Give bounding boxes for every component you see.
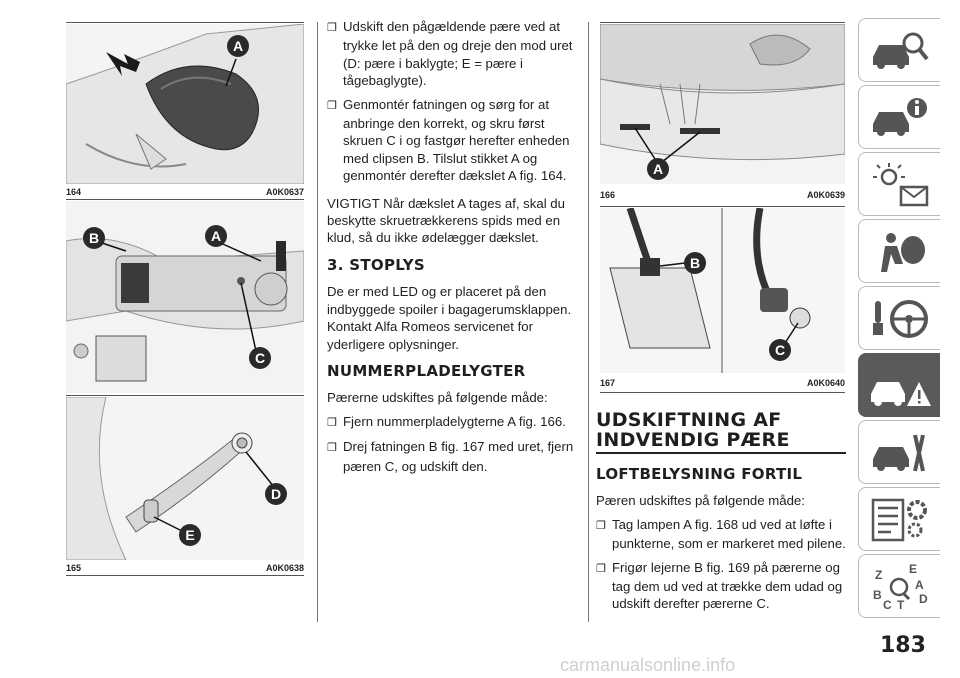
bullet-item: ❐Tag lampen A fig. 168 ud ved at løfte i… [596, 516, 846, 552]
index-letter: Z [875, 568, 882, 582]
figure-code: A0K0638 [265, 563, 304, 573]
figure-code: A0K0640 [806, 378, 845, 388]
checkbox-bullet-icon: ❐ [327, 22, 337, 34]
figure-167-image: B C [600, 208, 845, 373]
rule [600, 392, 845, 393]
technical-data-icon [871, 498, 927, 542]
rule [66, 395, 304, 396]
page-number: 183 [880, 633, 926, 658]
figure-166-caption: 166 A0K0639 [600, 190, 845, 200]
figure-165-label-b: B [89, 230, 99, 246]
index-letter: A [915, 578, 924, 592]
figure-165-caption: 165 A0K0638 [66, 563, 304, 573]
car-service-icon [873, 434, 925, 472]
watermark: carmanualsonline.info [560, 655, 736, 675]
lamp-assembly-illustration: B A C [66, 201, 304, 393]
important-note: VIGTIGT Når dækslet A tages af, skal du … [327, 195, 565, 246]
figure-165-label-e: E [185, 527, 194, 543]
stoplys-heading: 3. STOPLYS [327, 255, 426, 274]
rule [66, 575, 304, 576]
index-letter: E [909, 563, 917, 576]
tab-servicing-care[interactable] [858, 420, 940, 484]
rule [600, 206, 845, 207]
figure-165-assembly-image: B A C [66, 201, 304, 393]
car-info-icon [873, 98, 927, 136]
bullet-item: ❐Fjern nummerpladelygterne A fig. 166. [327, 413, 579, 432]
figure-164-label-a: A [233, 38, 243, 54]
bullet-item: ❐Drej fatningen B fig. 167 med uret, fje… [327, 439, 574, 474]
nummerpladelygter-heading: NUMMERPLADELYGTER [327, 361, 526, 380]
figure-167-label-c: C [775, 342, 785, 358]
tab-warning-lights[interactable] [858, 152, 940, 216]
figure-164-image: A [66, 24, 304, 184]
checkbox-bullet-icon: ❐ [327, 99, 337, 112]
figure-167-label-b: B [690, 255, 700, 271]
stoplys-text: De er med LED og er placeret på den indb… [327, 284, 572, 352]
figure-number: 165 [66, 563, 82, 573]
bullet-item: ❐Genmontér fatningen og sørg for at anbr… [327, 96, 570, 184]
figure-number: 164 [66, 187, 82, 197]
steering-wheel-icon [873, 300, 928, 338]
loftbelysning-heading: LOFTBELYSNING FORTIL [596, 465, 803, 483]
car-search-icon [873, 32, 929, 69]
section-heading: UDSKIFTNING AF INDVENDIG PÆRE [596, 410, 846, 454]
tab-car-info[interactable] [858, 85, 940, 149]
figure-165-bulbs-image: D E [66, 397, 304, 560]
nummerpladelygter-intro: Pærerne udskiftes på følgende måde: [327, 390, 548, 406]
figure-165-label-a: A [211, 228, 221, 244]
index-letter: D [919, 592, 928, 606]
car-breakdown-icon [871, 382, 931, 406]
rule [66, 199, 304, 200]
index-letter: T [897, 598, 905, 611]
top-rule [66, 22, 304, 23]
column-divider [317, 22, 318, 622]
column-divider [588, 22, 589, 622]
tab-in-emergency[interactable] [858, 353, 940, 417]
figure-number: 166 [600, 190, 616, 200]
tab-knowing-car[interactable] [858, 18, 940, 82]
figure-166-image: A [600, 24, 845, 184]
checkbox-bullet-icon: ❐ [327, 442, 337, 455]
index-icon: Z E A B C T D [873, 563, 928, 611]
bullet-item: ❐Frigør lejerne B fig. 169 på pærerne og… [596, 559, 843, 612]
figure-164-caption: 164 A0K0637 [66, 187, 304, 197]
bulbs-illustration: D E [66, 397, 304, 560]
license-lamp-illustration: B C [600, 208, 845, 373]
warning-lights-icon [873, 163, 929, 207]
figure-166-label-a: A [653, 161, 663, 177]
airbag-icon [881, 233, 925, 272]
tab-starting-driving[interactable] [858, 286, 940, 350]
column-3-text: UDSKIFTNING AF INDVENDIG PÆRE LOFTBELYSN… [596, 410, 846, 619]
checkbox-bullet-icon: ❐ [596, 562, 606, 575]
lamp-cover-illustration: A [66, 24, 304, 184]
loftbelysning-intro: Pæren udskiftes på følgende måde: [596, 493, 805, 509]
figure-code: A0K0637 [265, 187, 304, 197]
figure-number: 167 [600, 378, 616, 388]
index-letter: B [873, 588, 882, 602]
column-2-text: ❐Udskift den pågældende pære ved at tryk… [327, 18, 579, 481]
tab-technical-data[interactable] [858, 487, 940, 551]
figure-165-label-d: D [271, 486, 281, 502]
rear-bumper-illustration: A [600, 24, 845, 184]
tab-index[interactable]: Z E A B C T D [858, 554, 940, 618]
bullet-item: ❐Udskift den pågældende pære ved at tryk… [327, 19, 573, 89]
index-letter: C [883, 598, 892, 611]
chapter-tabs-sidebar: Z E A B C T D [858, 18, 940, 621]
tab-safety[interactable] [858, 219, 940, 283]
checkbox-bullet-icon: ❐ [596, 519, 606, 532]
rule [600, 22, 845, 23]
figure-code: A0K0639 [806, 190, 845, 200]
checkbox-bullet-icon: ❐ [327, 416, 337, 429]
figure-167-caption: 167 A0K0640 [600, 378, 845, 388]
figure-165-label-c: C [255, 350, 265, 366]
